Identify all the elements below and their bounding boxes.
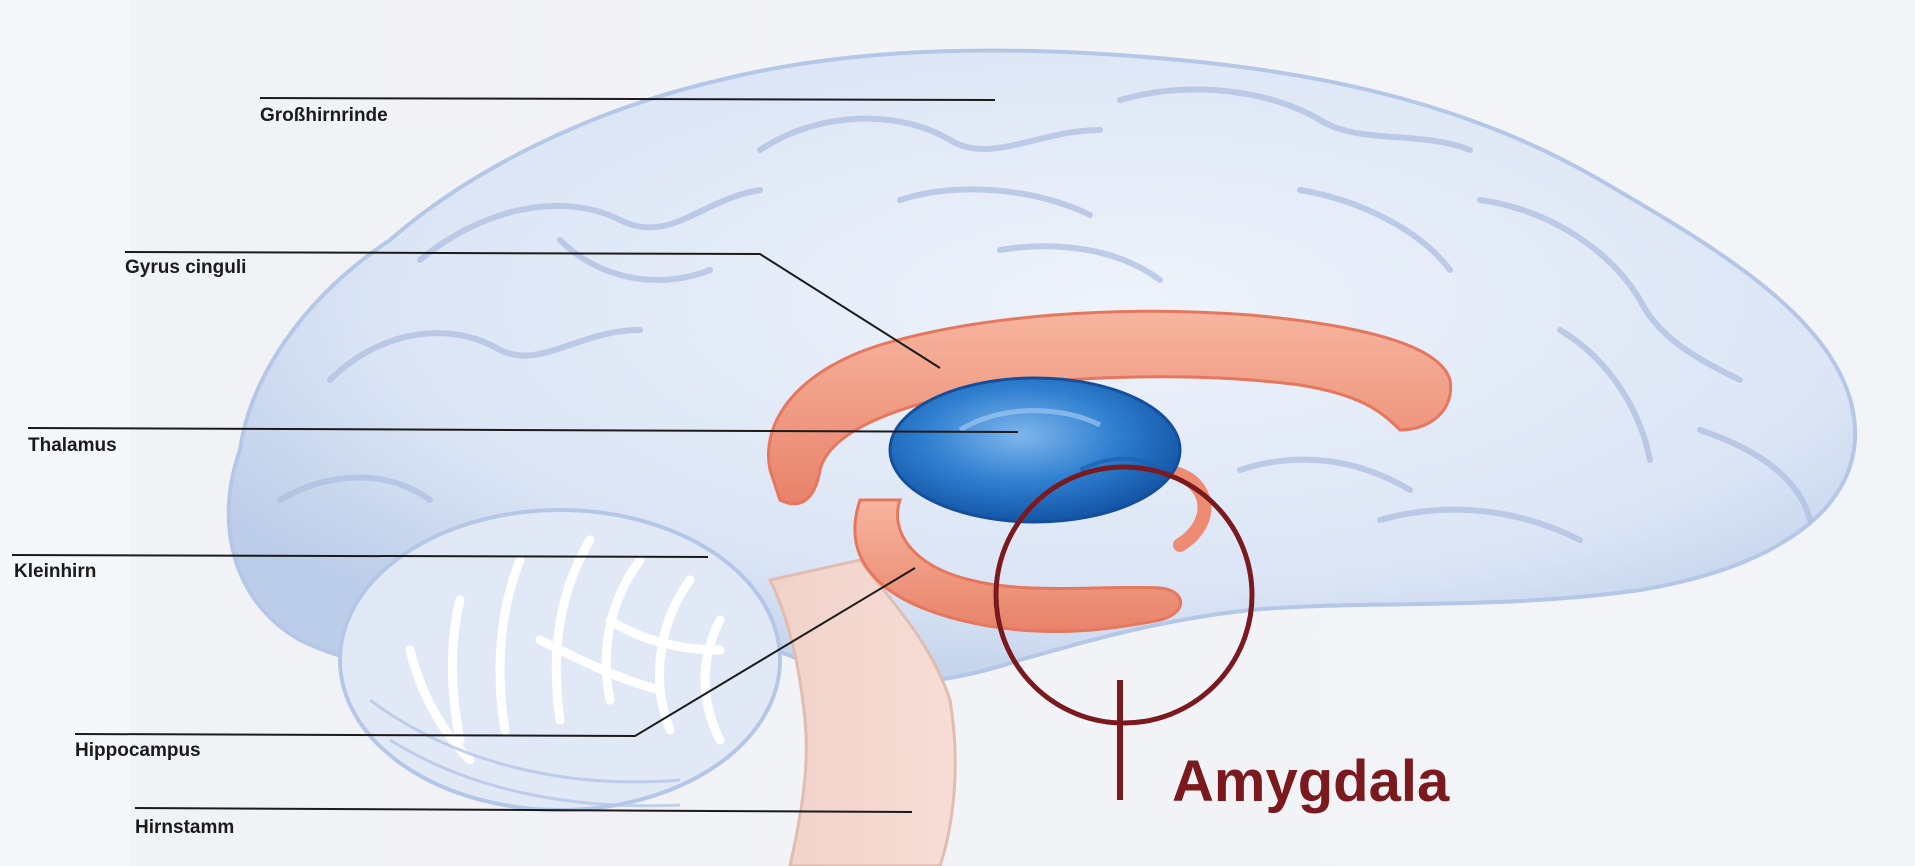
label-gyrus-cinguli: Gyrus cinguli — [125, 257, 246, 278]
label-grosshirnrinde: Großhirnrinde — [260, 105, 388, 126]
label-hirnstamm: Hirnstamm — [135, 817, 234, 838]
label-amygdala: Amygdala — [1172, 749, 1450, 814]
label-hippocampus: Hippocampus — [75, 740, 201, 761]
label-thalamus: Thalamus — [28, 435, 117, 456]
cerebellum-shape — [340, 510, 780, 810]
label-kleinhirn: Kleinhirn — [14, 561, 96, 582]
